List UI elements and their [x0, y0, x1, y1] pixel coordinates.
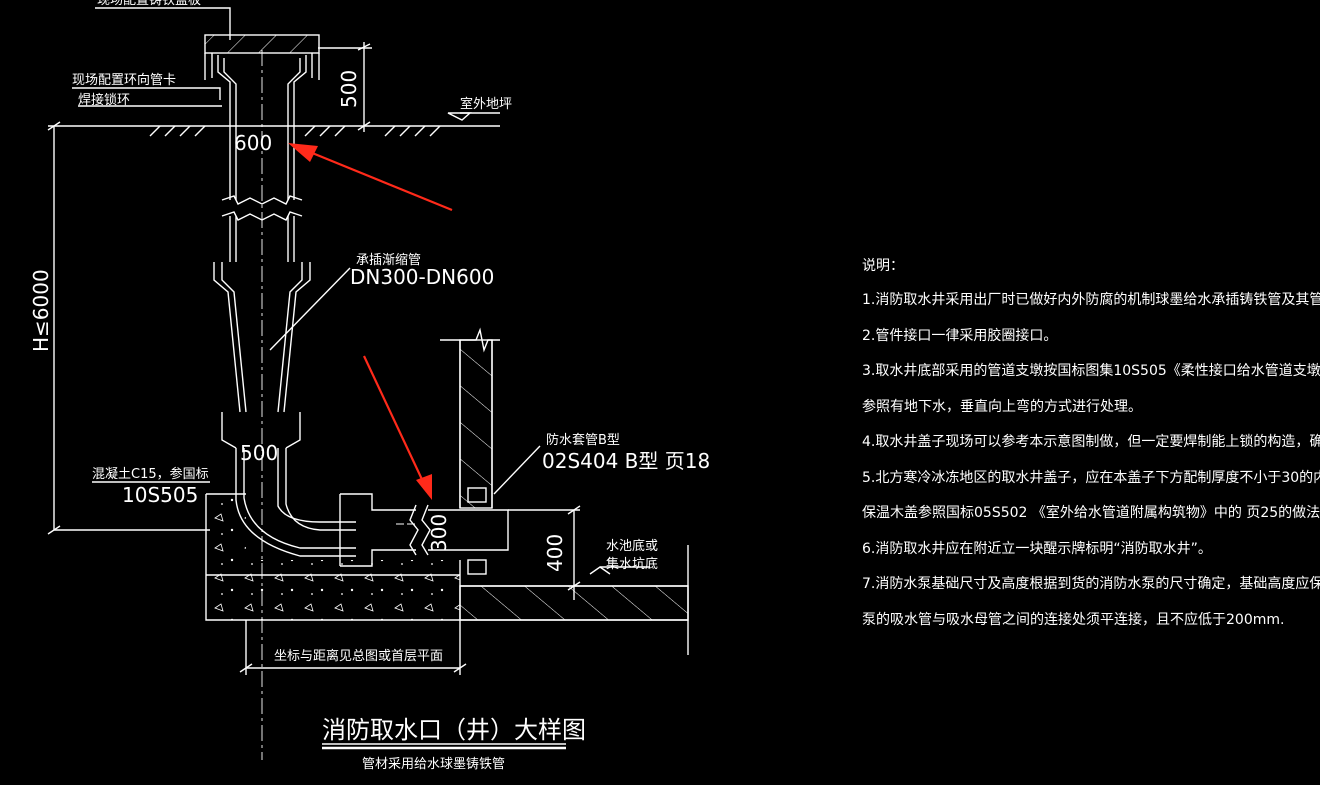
- concrete-label: 混凝土C15，参国标: [92, 466, 209, 482]
- annotation-arrows: [288, 143, 453, 500]
- concrete-ref: 10S505: [122, 483, 198, 507]
- note-line: 1.消防取水井采用出厂时已做好内外防腐的机制球墨给水承插铸铁管及其管件组成。: [862, 292, 1320, 308]
- notes-heading: 说明：: [862, 258, 904, 274]
- note-line: 5.北方寒冷冰冻地区的取水井盖子，应在本盖子下方配制厚度不小于30的内层木盖。: [862, 469, 1320, 486]
- note-line: 4.取水井盖子现场可以参考本示意图制做，但一定要焊制能上锁的构造，确保安全。: [862, 434, 1320, 450]
- pipe-clamp-label: 现场配置环向管卡: [72, 72, 176, 88]
- note-line: 参照有地下水，垂直向上弯的方式进行处理。: [862, 398, 1142, 415]
- note-line: 保温木盖参照国标05S502 《室外给水管道附属构筑物》中的 页25的做法并安装…: [862, 505, 1320, 521]
- dim-600: 600: [234, 131, 272, 155]
- note-line: 3.取水井底部采用的管道支墩按国标图集10S505《柔性接口给水管道支墩》中，: [862, 363, 1320, 379]
- ground-hatch-ticks: [149, 125, 441, 137]
- note-line: 2.管件接口一律采用胶圈接口。: [862, 327, 1058, 344]
- drawing-title: 消防取水口（井）大样图: [322, 716, 586, 744]
- cover-plate-label: 现场配置铸铁盖板: [97, 0, 201, 8]
- weld-ring-label: 焊接锁环: [78, 92, 130, 108]
- socket-reducer-label: 承插渐缩管: [356, 252, 421, 268]
- sleeve-ref-label: 02S404 B型 页18: [542, 449, 710, 473]
- note-line: 7.消防水泵基础尺寸及高度根据到货的消防水泵的尺寸确定，基础高度应保证消防: [862, 576, 1320, 592]
- dn-range-label: DN300-DN600: [350, 265, 494, 289]
- red-arrow-upper-head: [288, 143, 318, 162]
- note-line: 泵的吸水管与吸水母管之间的连接处须平连接，且不应低于200mm.: [862, 611, 1285, 628]
- red-arrow-upper: [299, 146, 453, 212]
- note-line: 6.消防取水井应在附近立一块醒示牌标明“消防取水井”。: [862, 540, 1212, 557]
- well-structure: [47, 7, 689, 760]
- notes-panel: 说明： 1.消防取水井采用出厂时已做好内外防腐的机制球墨给水承插铸铁管及其管件组…: [862, 255, 1320, 644]
- coordinate-note: 坐标与距离见总图或首层平面: [274, 648, 443, 664]
- red-arrow-lower: [363, 355, 427, 489]
- red-arrow-lower-head: [416, 474, 432, 500]
- dim-500-top: 500: [337, 70, 361, 108]
- drawing-labels: 现场配置铸铁盖板 现场配置环向管卡 焊接锁环 室外地坪 500 600 H≤60…: [29, 0, 710, 772]
- height-dim: H≤6000: [29, 269, 53, 352]
- sleeve-type-label: 防水套管B型: [546, 432, 620, 448]
- dim-500-mid: 500: [240, 441, 278, 465]
- dim-300: 300: [427, 514, 451, 552]
- ground-level-label: 室外地坪: [460, 96, 512, 112]
- dim-400: 400: [543, 534, 567, 572]
- drawing-subtitle: 管材采用给水球墨铸铁管: [362, 756, 505, 772]
- pool-bottom-label-2: 集水坑底: [606, 556, 658, 572]
- pool-bottom-label-1: 水池底或: [606, 538, 658, 554]
